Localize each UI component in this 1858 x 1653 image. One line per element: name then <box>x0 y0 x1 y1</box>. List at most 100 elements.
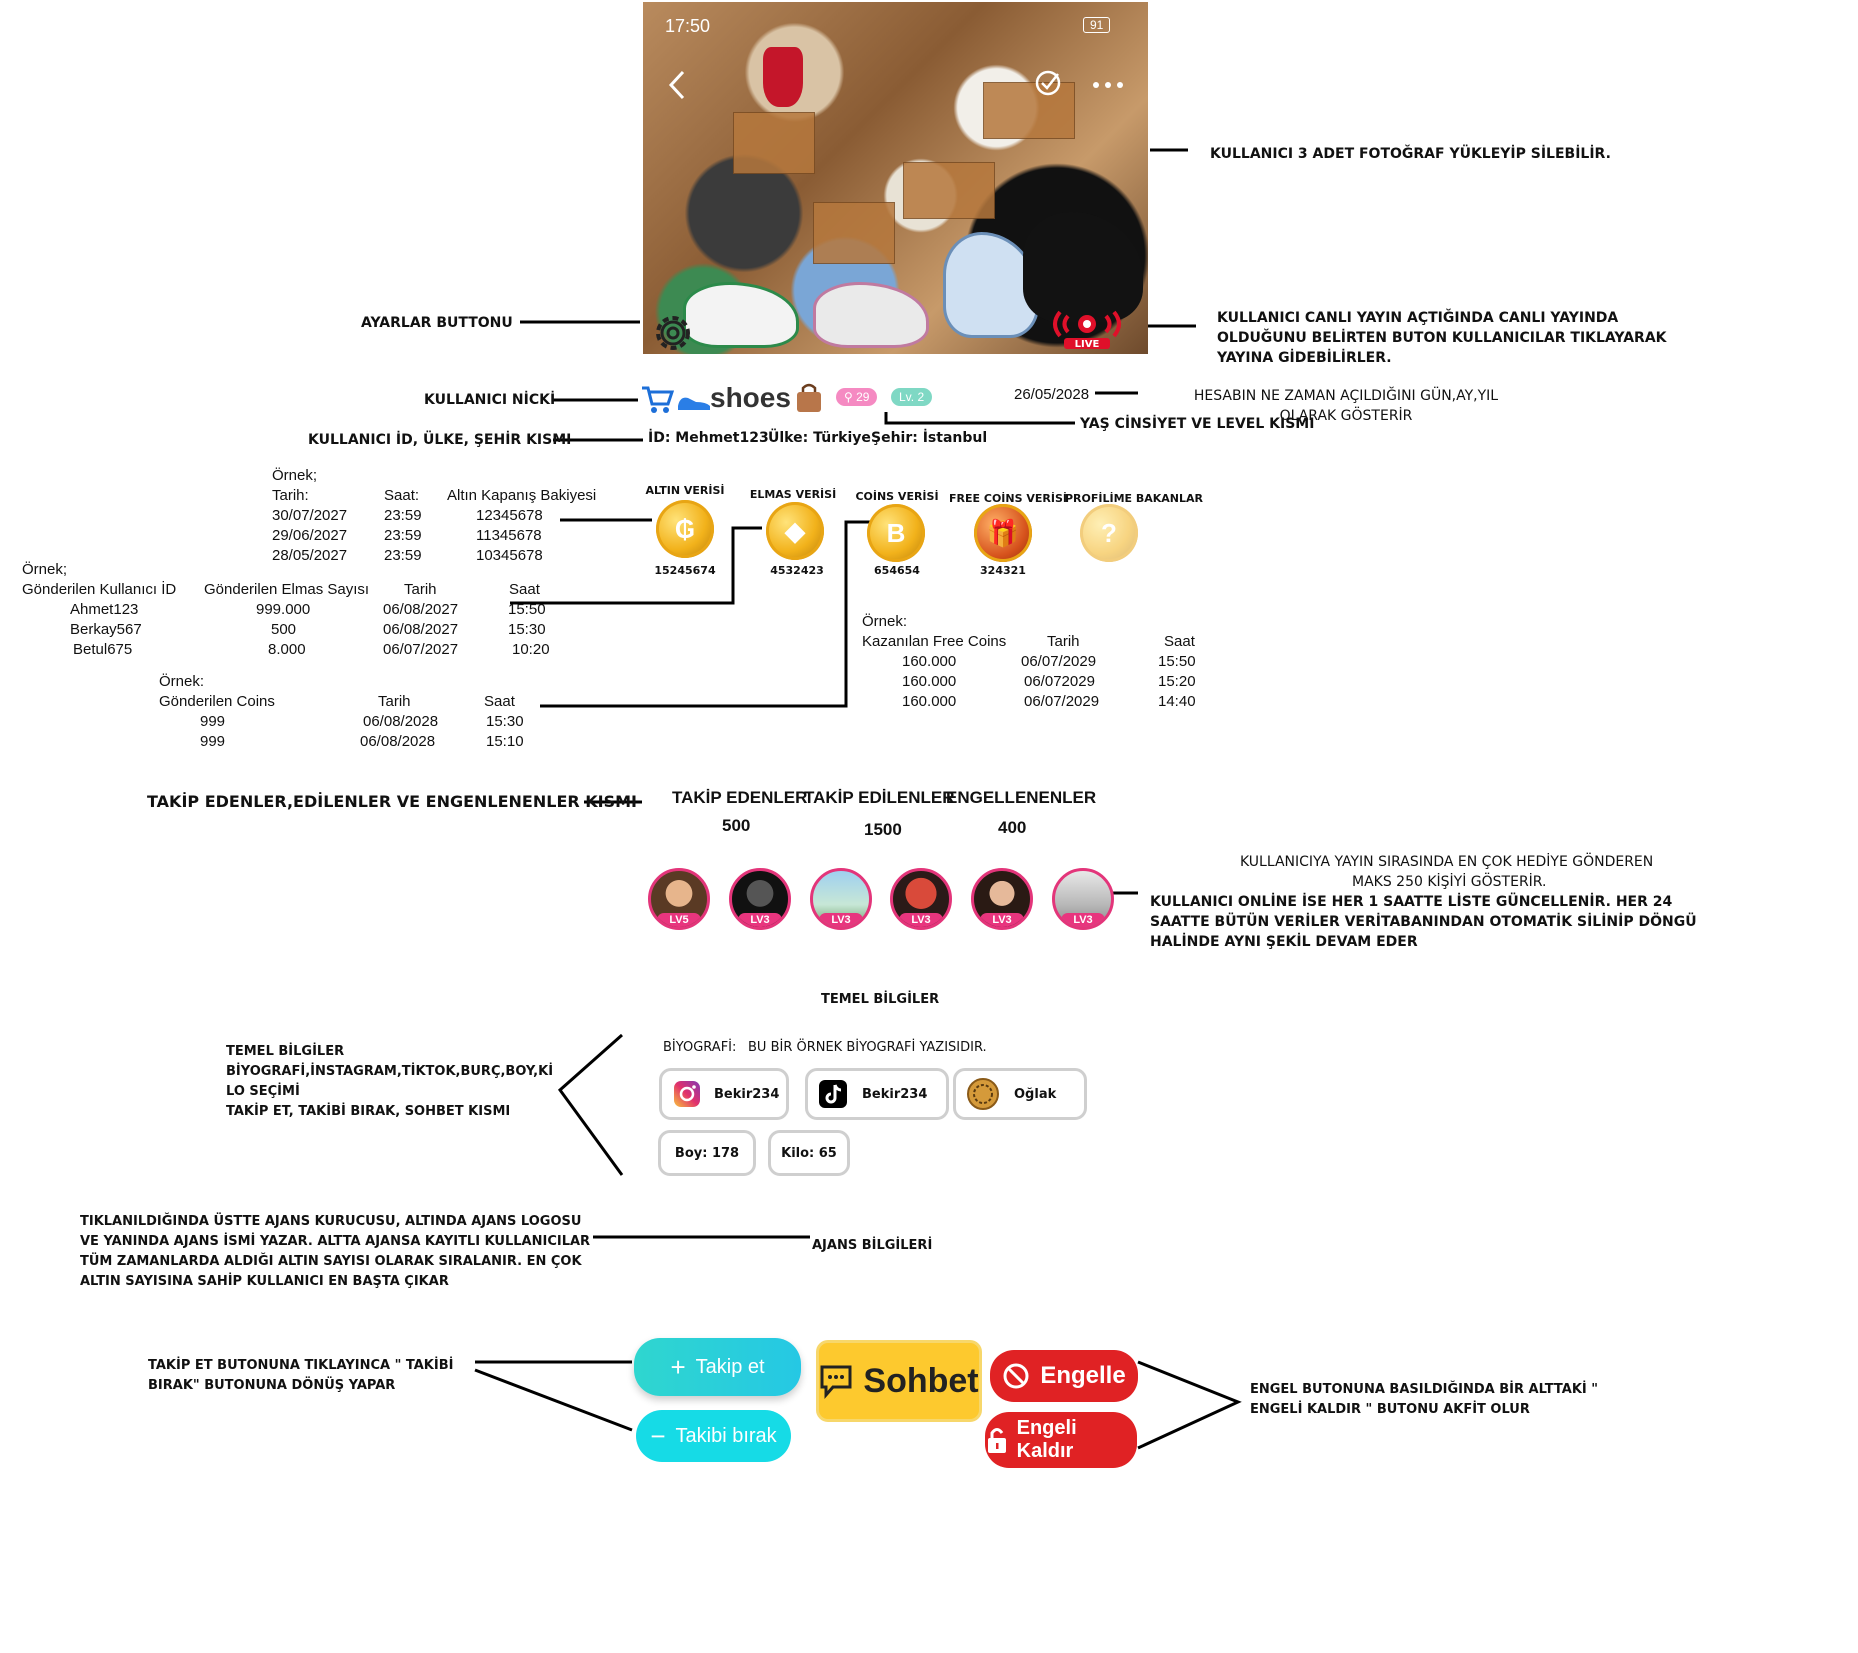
zodiac-icon <box>967 1078 999 1110</box>
diamond-row-user: Berkay567 <box>70 621 142 638</box>
instagram-chip[interactable]: Bekir234 <box>659 1068 789 1120</box>
gender-icon: ⚲ <box>844 390 857 404</box>
block-button[interactable]: Engelle <box>990 1350 1138 1402</box>
unblock-button[interactable]: Engeli Kaldır <box>985 1412 1137 1468</box>
diamond-row-amount: 999.000 <box>256 601 311 618</box>
height-value: Boy: 178 <box>674 1145 740 1161</box>
more-icon[interactable] <box>1091 80 1125 90</box>
gifter-level: LV3 <box>1061 913 1105 927</box>
nick-annotation: KULLANICI NİCKİ <box>424 392 556 408</box>
coins-example-h-time: Saat <box>484 693 515 710</box>
following-count: 1500 <box>864 820 902 839</box>
diamond-row-time: 10:20 <box>512 641 550 658</box>
free-coins-row-coins: 160.000 <box>902 673 957 690</box>
free-coins-example-title: Örnek: <box>862 613 908 630</box>
profile-photo[interactable]: 17:50 91 LIVE <box>643 2 1148 354</box>
unfollow-button[interactable]: − Takibi bırak <box>636 1410 791 1462</box>
sneaker <box>763 47 803 107</box>
minus-icon: − <box>650 1420 666 1451</box>
age-gender-badge: ⚲ 29 <box>836 388 878 406</box>
gold-row-balance: 12345678 <box>476 507 543 524</box>
gold-example-h-date: Tarih: <box>272 487 309 504</box>
check-circle-icon[interactable] <box>1033 68 1063 98</box>
coins-value: 654654 <box>874 564 920 577</box>
id-row-annotation: KULLANICI İD, ÜLKE, ŞEHİR KISMI <box>308 432 572 448</box>
diamond-row-time: 15:50 <box>508 601 546 618</box>
gifter-level: LV3 <box>980 913 1024 927</box>
free-coins-example-h-time: Saat <box>1164 633 1195 650</box>
gold-icon[interactable]: ₲ <box>656 500 714 558</box>
viewers-icon[interactable]: ? <box>1080 504 1138 562</box>
lock-icon <box>988 1428 1006 1453</box>
status-time: 17:50 <box>665 16 711 36</box>
free-coins-row-date: 06/072029 <box>1024 673 1095 690</box>
diamond-example-h-date: Tarih <box>404 581 437 598</box>
coins-row-time: 15:30 <box>486 713 524 730</box>
diamond-row-amount: 8.000 <box>268 641 306 658</box>
svg-text:LIVE: LIVE <box>1075 339 1100 350</box>
bio-text: BU BİR ÖRNEK BİYOGRAFİ YAZISIDIR. <box>748 1040 987 1055</box>
weight-value: Kilo: 65 <box>781 1145 837 1161</box>
weight-chip[interactable]: Kilo: 65 <box>768 1130 850 1176</box>
gold-example-h-balance: Altın Kapanış Bakiyesi <box>447 487 597 504</box>
cart-icon <box>642 386 674 413</box>
profile-nick: shoes <box>710 382 791 413</box>
live-annotation: KULLANICI CANLI YAYIN AÇTIĞINDA CANLI YA… <box>1217 310 1667 366</box>
basic-info-title: TEMEL BİLGİLER <box>821 992 940 1007</box>
gold-row-date: 30/07/2027 <box>272 507 348 524</box>
gifter-avatar[interactable]: LV3 <box>729 868 791 930</box>
gifter-avatar[interactable]: LV3 <box>890 868 952 930</box>
zodiac-value: Oğlak <box>1014 1086 1057 1102</box>
battery-indicator: 91 <box>1083 17 1111 33</box>
coins-row-date: 06/08/2028 <box>360 733 436 750</box>
tiktok-chip[interactable]: Bekir234 <box>805 1068 949 1120</box>
block-button-label: Engelle <box>1040 1362 1126 1389</box>
gifter-avatar[interactable]: LV5 <box>648 868 710 930</box>
gold-label: ALTIN VERİSİ <box>645 484 725 497</box>
coins-icon[interactable]: B <box>867 504 925 562</box>
blocked-label[interactable]: ENGELLENENLER <box>946 788 1097 807</box>
zodiac-chip[interactable]: Oğlak <box>953 1068 1087 1120</box>
gold-row-time: 23:59 <box>384 527 422 544</box>
diamond-row-user: Ahmet123 <box>70 601 139 618</box>
user-city: Şehir: İstanbul <box>871 430 988 446</box>
gifter-avatar[interactable]: LV3 <box>971 868 1033 930</box>
agency-label[interactable]: AJANS BİLGİLERİ <box>812 1238 933 1253</box>
live-icon[interactable]: LIVE <box>1046 306 1128 350</box>
diamond-row-date: 06/08/2027 <box>383 601 459 618</box>
coins-example-h-date: Tarih <box>378 693 411 710</box>
diamond-row-date: 06/08/2027 <box>383 621 459 638</box>
gear-icon[interactable] <box>650 310 696 354</box>
gold-example-title: Örnek; <box>272 467 318 484</box>
height-chip[interactable]: Boy: 178 <box>658 1130 756 1176</box>
chat-icon <box>820 1365 852 1399</box>
viewers-label: PROFİLİME BAKANLAR <box>1064 492 1203 505</box>
shoe-icon <box>678 397 710 410</box>
shoe-box <box>903 162 995 219</box>
gold-row-date: 28/05/2027 <box>272 547 348 564</box>
follow-button[interactable]: + Takip et <box>634 1338 801 1396</box>
free-coins-row-time: 14:40 <box>1158 693 1196 710</box>
photos-annotation: KULLANICI 3 ADET FOTOĞRAF YÜKLEYİP SİLEB… <box>1210 146 1611 162</box>
gift-icon[interactable]: 🎁 <box>974 504 1032 562</box>
followers-label[interactable]: TAKİP EDENLER <box>672 788 808 807</box>
gifter-avatar[interactable]: LV3 <box>810 868 872 930</box>
chat-button[interactable]: Sohbet <box>816 1340 982 1422</box>
blocked-count: 400 <box>998 818 1027 837</box>
follow-annotation: TAKİP ET BUTONUNA TIKLAYINCA " TAKİBİ BI… <box>148 1358 454 1393</box>
diamond-value: 4532423 <box>770 564 824 577</box>
gifters-annotation-2: MAKS 250 KİŞİYİ GÖSTERİR. <box>1352 874 1547 890</box>
tiktok-icon <box>819 1080 847 1108</box>
block-annotation: ENGEL BUTONUNA BASILDIĞINDA BİR ALTTAKİ … <box>1250 1382 1599 1417</box>
coins-example-title: Örnek: <box>159 673 205 690</box>
shoe-box <box>983 82 1075 139</box>
instagram-username: Bekir234 <box>714 1086 780 1102</box>
gifter-avatar[interactable]: LV3 <box>1052 868 1114 930</box>
diamond-icon[interactable]: ◆ <box>766 502 824 560</box>
gold-row-balance: 10345678 <box>476 547 543 564</box>
following-label[interactable]: TAKİP EDİLENLER <box>804 788 955 807</box>
back-arrow-icon[interactable] <box>665 68 689 102</box>
gifters-annotation-3: KULLANICI ONLİNE İSE HER 1 SAATTE LİSTE … <box>1150 894 1697 950</box>
unfollow-button-label: Takibi bırak <box>675 1424 777 1447</box>
shoe-box <box>733 112 815 174</box>
